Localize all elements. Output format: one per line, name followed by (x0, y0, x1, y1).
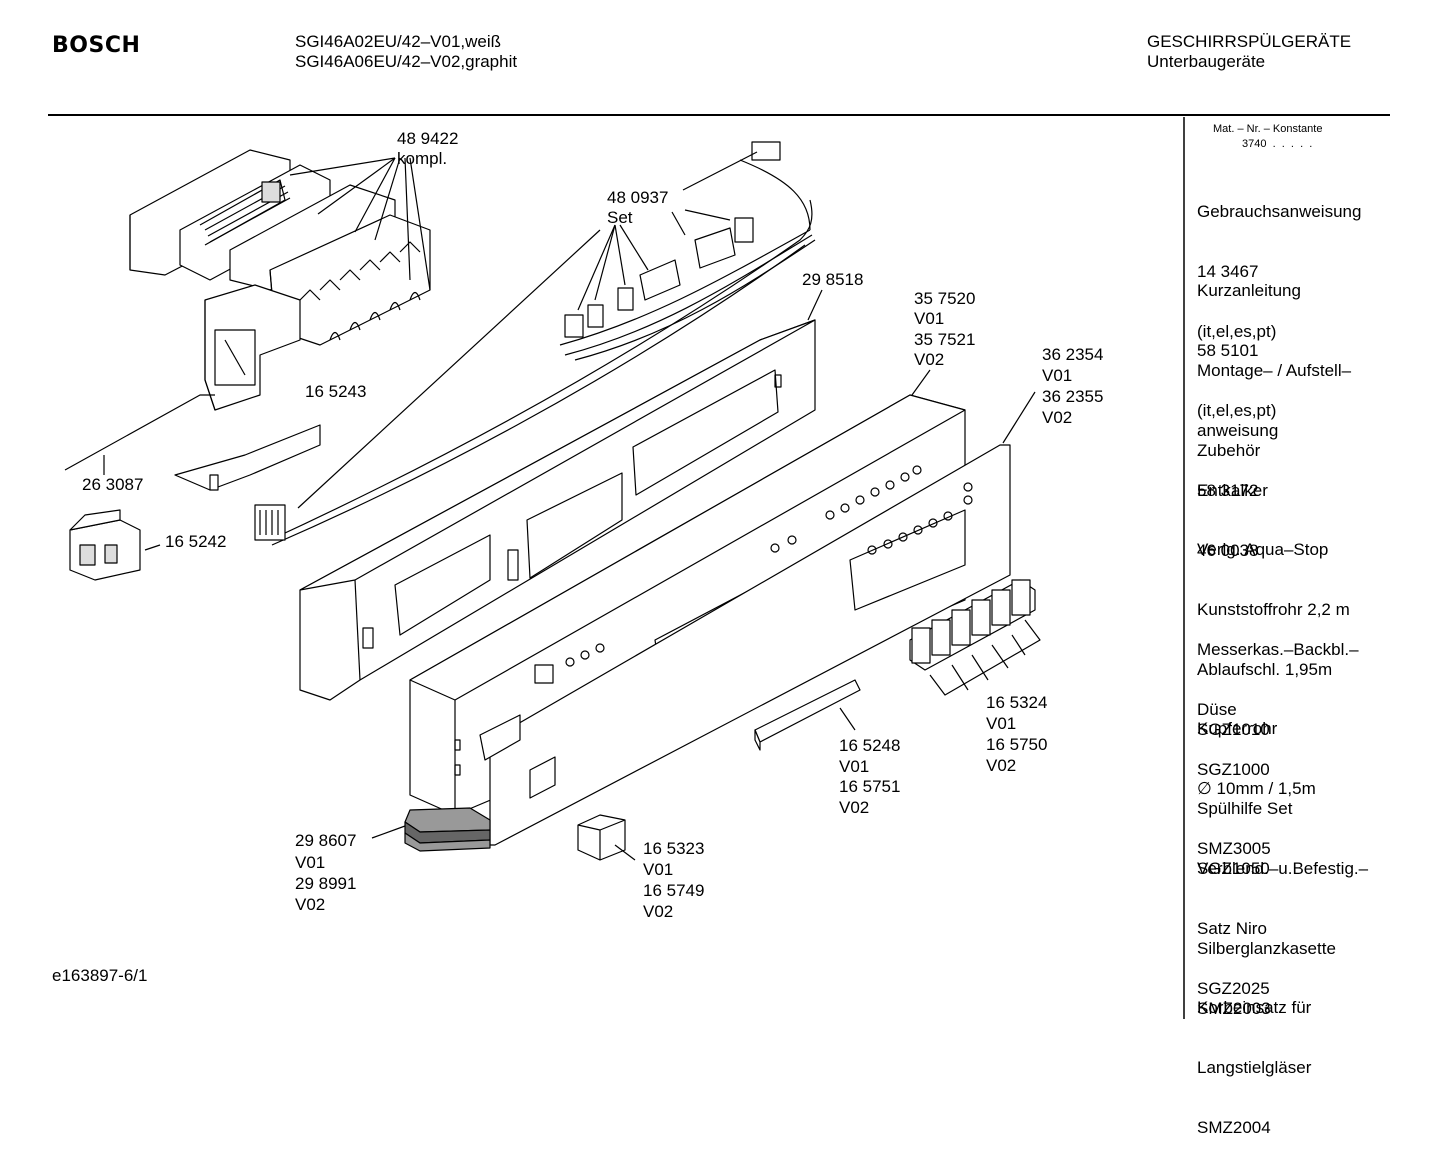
frame-part (299, 319, 816, 701)
callout-165323: 16 5323 (643, 839, 705, 858)
sidebar-item: Zubehör (1197, 441, 1261, 460)
sidebar-item: Verblend.–u.Befestig.– Satz Niro SGZ2025 (1197, 859, 1369, 998)
callout-165248-v01: V01 (839, 757, 870, 776)
callout-357521: 35 7521 (914, 330, 976, 349)
cable-263087 (64, 394, 215, 471)
callout-480937: 48 0937 (607, 188, 669, 207)
callout-362354: 36 2354 (1042, 345, 1104, 364)
callout-298607: 29 8607 (295, 831, 357, 850)
callout-362355: 36 2355 (1042, 387, 1104, 406)
callout-165323-v01: V01 (643, 860, 674, 879)
category-line-1: GESCHIRRSPÜLGERÄTE (1147, 32, 1352, 51)
callout-165243: 16 5243 (305, 382, 367, 401)
button-set-part (909, 579, 1036, 671)
exploded-parts-drawing (48, 114, 1390, 1019)
callout-357521-v02: V02 (914, 350, 945, 369)
callout-357520-v01: V01 (914, 309, 945, 328)
sidebar-item: Korbeinsatz für Langstielgläser SMZ2004 (1197, 998, 1312, 1137)
callout-165242: 16 5242 (165, 532, 227, 551)
callout-362354-v01: V01 (1042, 366, 1073, 385)
callout-165324: 16 5324 (986, 693, 1048, 712)
sidebar-item: Kurzanleitung 58 5101 (it,el,es,pt) (1197, 281, 1301, 420)
housing-part (174, 284, 321, 491)
sidebar-item: Montage– / Aufstell– anweisung 58 3172 (1197, 361, 1352, 500)
callout-165751-v02: V02 (839, 798, 870, 817)
matnr-title: Mat. – Nr. – Konstante (1213, 123, 1323, 135)
sidebar-item: Messerkas.–Backbl.– Düse SGZ1000 (1197, 640, 1359, 779)
callout-298991: 29 8991 (295, 874, 357, 893)
callout-489422: 48 9422 (397, 129, 459, 148)
callout-357520: 35 7520 (914, 289, 976, 308)
callout-298607-v01: V01 (295, 853, 326, 872)
model-line-2: SGI46A06EU/42–V02,graphit (295, 52, 518, 71)
callout-165248: 16 5248 (839, 736, 901, 755)
callout-298991-v02: V02 (295, 895, 326, 914)
relay-block-part (69, 509, 141, 581)
callout-480937-set: Set (607, 208, 633, 227)
sidebar-item: Kupferrohr ∅ 10mm / 1,5m SMZ3005 (1197, 719, 1316, 858)
matnr-value: 3740 . . . . . (1242, 138, 1313, 150)
trim-strip-part (754, 679, 861, 751)
wiring-harness-part (254, 141, 816, 546)
callout-362355-v02: V02 (1042, 408, 1073, 427)
callout-165750: 16 5750 (986, 735, 1048, 754)
callout-263087: 26 3087 (82, 475, 144, 494)
callout-298518: 29 8518 (802, 270, 864, 289)
callout-489422-kompl: kompl. (397, 149, 448, 168)
callout-165749: 16 5749 (643, 881, 705, 900)
sidebar-item: Spülhilfe Set SGZ1050 (1197, 799, 1293, 878)
document-id: e163897-6/1 (52, 966, 148, 985)
sidebar-item: Silberglanzkasette SMZ2003 (1197, 939, 1336, 1018)
callout-165751: 16 5751 (839, 777, 901, 796)
knob-part (577, 814, 626, 861)
callout-165324-v01: V01 (986, 714, 1017, 733)
sidebar-item: Verlg. Aqua–Stop Kunststoffrohr 2,2 m Ab… (1197, 540, 1350, 739)
sidebar-item: Entkalker 46 0038 (1197, 481, 1268, 560)
sidebar-item: Gebrauchsanweisung 14 3467 (it,el,es,pt) (1197, 202, 1362, 341)
control-module-part (129, 149, 431, 346)
front-panel-part (479, 444, 1011, 846)
brand-logo: BOSCH (52, 33, 141, 58)
callout-165750-v02: V02 (986, 756, 1017, 775)
callout-165749-v02: V02 (643, 902, 674, 921)
category-line-2: Unterbaugeräte (1147, 52, 1266, 71)
base-strip-part (404, 807, 491, 852)
model-line-1: SGI46A02EU/42–V01,weiß (295, 32, 502, 51)
